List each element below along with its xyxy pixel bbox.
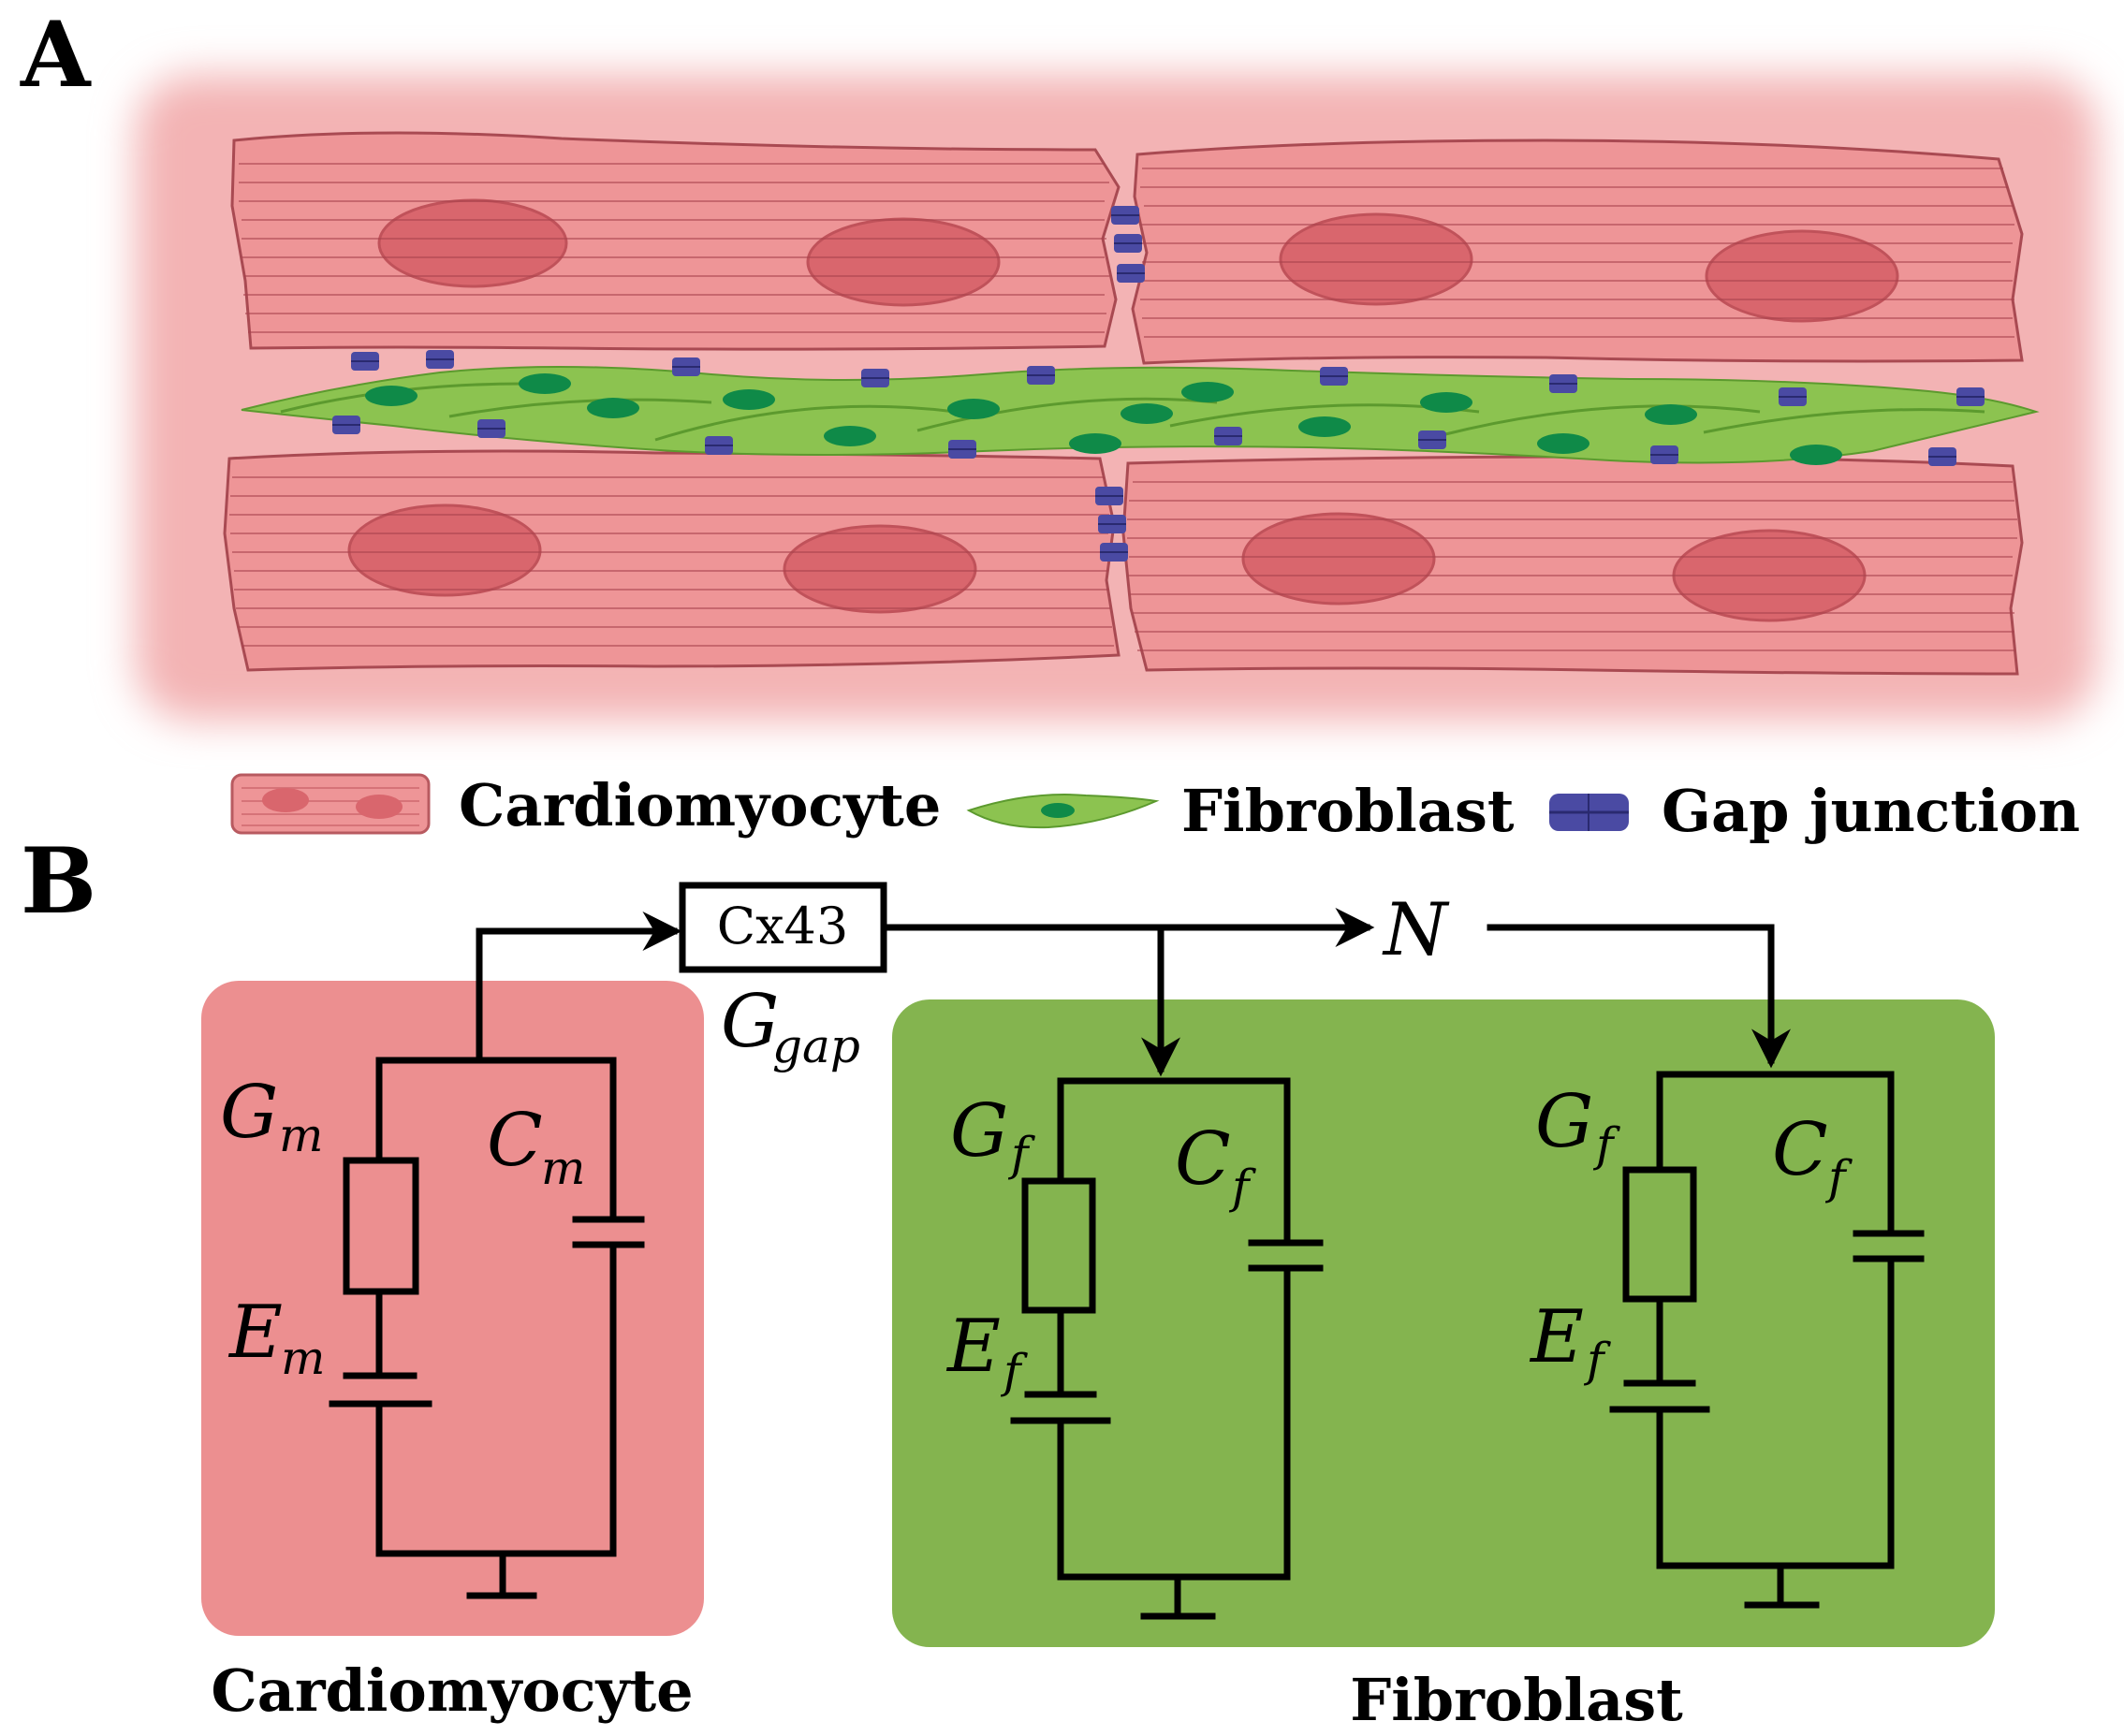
fibroblast-nucleus	[1420, 392, 1472, 413]
cardiomyocyte-box	[201, 981, 704, 1636]
fibroblast-nucleus	[1537, 433, 1589, 454]
c-m-symbol: C	[487, 1099, 543, 1183]
cardiomyocyte-cell	[230, 131, 1121, 351]
nucleus	[806, 217, 1001, 307]
fibroblast-nucleus	[1121, 403, 1173, 424]
legend: Cardiomyocyte Fibroblast Gap junction	[230, 771, 2080, 845]
circuit-diagram: Cx43 N G gap G m C m E	[201, 882, 1995, 1734]
fibroblast-nucleus	[1298, 416, 1351, 437]
e-m-subscript: m	[281, 1331, 325, 1385]
fibroblast-nucleus	[365, 386, 417, 406]
e-f-symbol: E	[1529, 1295, 1584, 1379]
legend-gap-junction-label: Gap junction	[1662, 777, 2080, 845]
panel-a-label: A	[20, 2, 92, 108]
fibroblast-nucleus	[947, 399, 1000, 419]
nucleus	[1241, 512, 1436, 605]
cardiomyocyte-circuit: G m C m E m	[220, 1057, 645, 1599]
c-f-symbol: C	[1175, 1117, 1231, 1202]
g-f-symbol: G	[950, 1089, 1008, 1174]
gap-junctions	[332, 206, 1985, 562]
g-gap-subscript: gap	[772, 1019, 860, 1073]
legend-cardiomyocyte-label: Cardiomyocyte	[459, 771, 941, 839]
cardiomyocyte-cell	[1131, 139, 2024, 365]
g-gap-symbol: G	[721, 980, 779, 1064]
tissue-illustration	[136, 75, 2097, 721]
legend-fibroblast-label: Fibroblast	[1181, 777, 1515, 845]
nucleus	[377, 198, 568, 288]
cardiomyocyte-cell	[1121, 455, 2024, 676]
nucleus	[783, 524, 977, 614]
fibroblast-caption: Fibroblast	[1350, 1666, 1683, 1734]
cx43-box	[679, 882, 887, 973]
fibroblast-nucleus	[1181, 382, 1234, 402]
fibroblast-nucleus	[519, 373, 571, 394]
fibroblast-nucleus	[587, 398, 639, 418]
g-f-symbol: G	[1535, 1080, 1593, 1164]
fibroblast-nucleus	[723, 389, 775, 410]
legend-fibroblast-swatch	[966, 794, 1160, 829]
striations	[229, 163, 2017, 651]
e-m-symbol: E	[227, 1291, 283, 1375]
fibroblast-circuit: G f C f E f	[945, 1077, 1324, 1620]
nucleus	[1705, 229, 1899, 323]
cx43-label: Cx43	[717, 897, 848, 956]
wire-to-fibroblast-n	[1487, 924, 1791, 1069]
e-f-symbol: E	[945, 1305, 1001, 1389]
g-m-subscript: m	[279, 1108, 323, 1162]
wire-to-cx43	[476, 912, 682, 1064]
panel-b-label: B	[21, 828, 96, 934]
fibroblast-nucleus	[1790, 445, 1842, 465]
c-m-subscript: m	[541, 1141, 585, 1195]
fibroblast-box	[892, 999, 1995, 1647]
c-f-symbol: C	[1772, 1108, 1828, 1192]
fibroblast-nucleus	[1069, 433, 1121, 454]
g-m-symbol: G	[220, 1071, 278, 1155]
legend-gap-junction-swatch	[1549, 794, 1629, 831]
fibroblast-band	[241, 365, 2040, 465]
n-label: N	[1382, 888, 1450, 972]
fibroblast-nucleus	[1645, 404, 1697, 425]
cardiomyocyte-caption: Cardiomyocyte	[211, 1656, 693, 1725]
nucleus	[1279, 212, 1473, 306]
cardiomyocyte-cell	[223, 449, 1121, 672]
legend-cardiomyocyte-swatch	[230, 773, 431, 835]
nucleus	[347, 503, 542, 597]
fibroblast-nucleus	[824, 426, 876, 446]
